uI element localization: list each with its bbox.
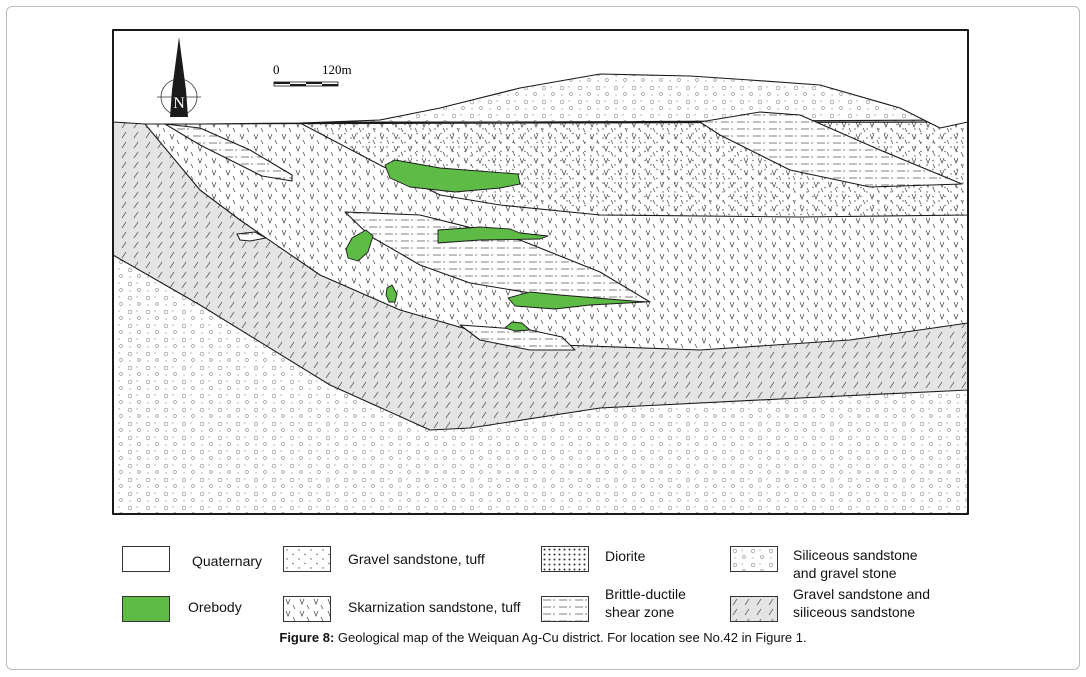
legend-line: Brittle-ductile — [605, 586, 686, 602]
north-arrow: N — [157, 37, 201, 117]
figure-caption: Figure 8: Geological map of the Weiquan … — [0, 630, 1086, 645]
unit-quaternary — [112, 29, 969, 129]
caption-text: Geological map of the Weiquan Ag-Cu dist… — [334, 630, 807, 645]
legend-label-diorite: Diorite — [605, 548, 646, 564]
legend-label-shear-zone: Brittle-ductile shear zone — [605, 585, 686, 621]
legend-swatch-gravel-siliceous — [730, 596, 778, 622]
legend-line: and gravel stone — [793, 565, 897, 581]
legend-swatch-skarnization — [283, 596, 331, 622]
orebody — [437, 226, 549, 244]
shear-zone-top-right — [699, 111, 963, 188]
scale-start-label: 0 — [273, 62, 280, 77]
legend-line: shear zone — [605, 604, 675, 620]
orebody — [384, 159, 521, 193]
legend-label-gravel-sandstone-tuff: Gravel sandstone, tuff — [348, 551, 485, 567]
orebody — [507, 291, 646, 310]
north-label: N — [173, 95, 185, 112]
legend-swatch-siliceous-sandstone — [730, 546, 778, 572]
map-border — [112, 29, 969, 515]
legend-swatch-diorite — [541, 546, 589, 572]
caption-prefix: Figure 8: — [279, 630, 335, 645]
legend-swatch-shear-zone — [541, 596, 589, 622]
legend-line: Siliceous sandstone — [793, 547, 918, 563]
legend-line: Gravel sandstone and — [793, 586, 930, 602]
scale-bar: 0 120m — [273, 62, 352, 87]
legend-label-gravel-siliceous: Gravel sandstone and siliceous sandstone — [793, 585, 930, 621]
scale-end-label: 120m — [322, 62, 352, 77]
legend-swatch-quaternary — [122, 546, 170, 572]
orebody — [385, 284, 398, 303]
legend-line: siliceous sandstone — [793, 604, 916, 620]
legend-label-skarnization: Skarnization sandstone, tuff — [348, 599, 521, 615]
orebody — [345, 229, 374, 262]
shear-zone-left — [164, 123, 293, 182]
legend-label-orebody: Orebody — [188, 599, 242, 615]
orebody — [504, 321, 531, 332]
legend-swatch-gravel-sandstone-tuff — [283, 546, 331, 572]
legend-label-quaternary: Quaternary — [192, 553, 263, 569]
legend-label-siliceous-sandstone: Siliceous sandstone and gravel stone — [793, 546, 918, 582]
shear-zone-small — [236, 231, 267, 242]
legend-swatch-orebody — [122, 596, 170, 622]
